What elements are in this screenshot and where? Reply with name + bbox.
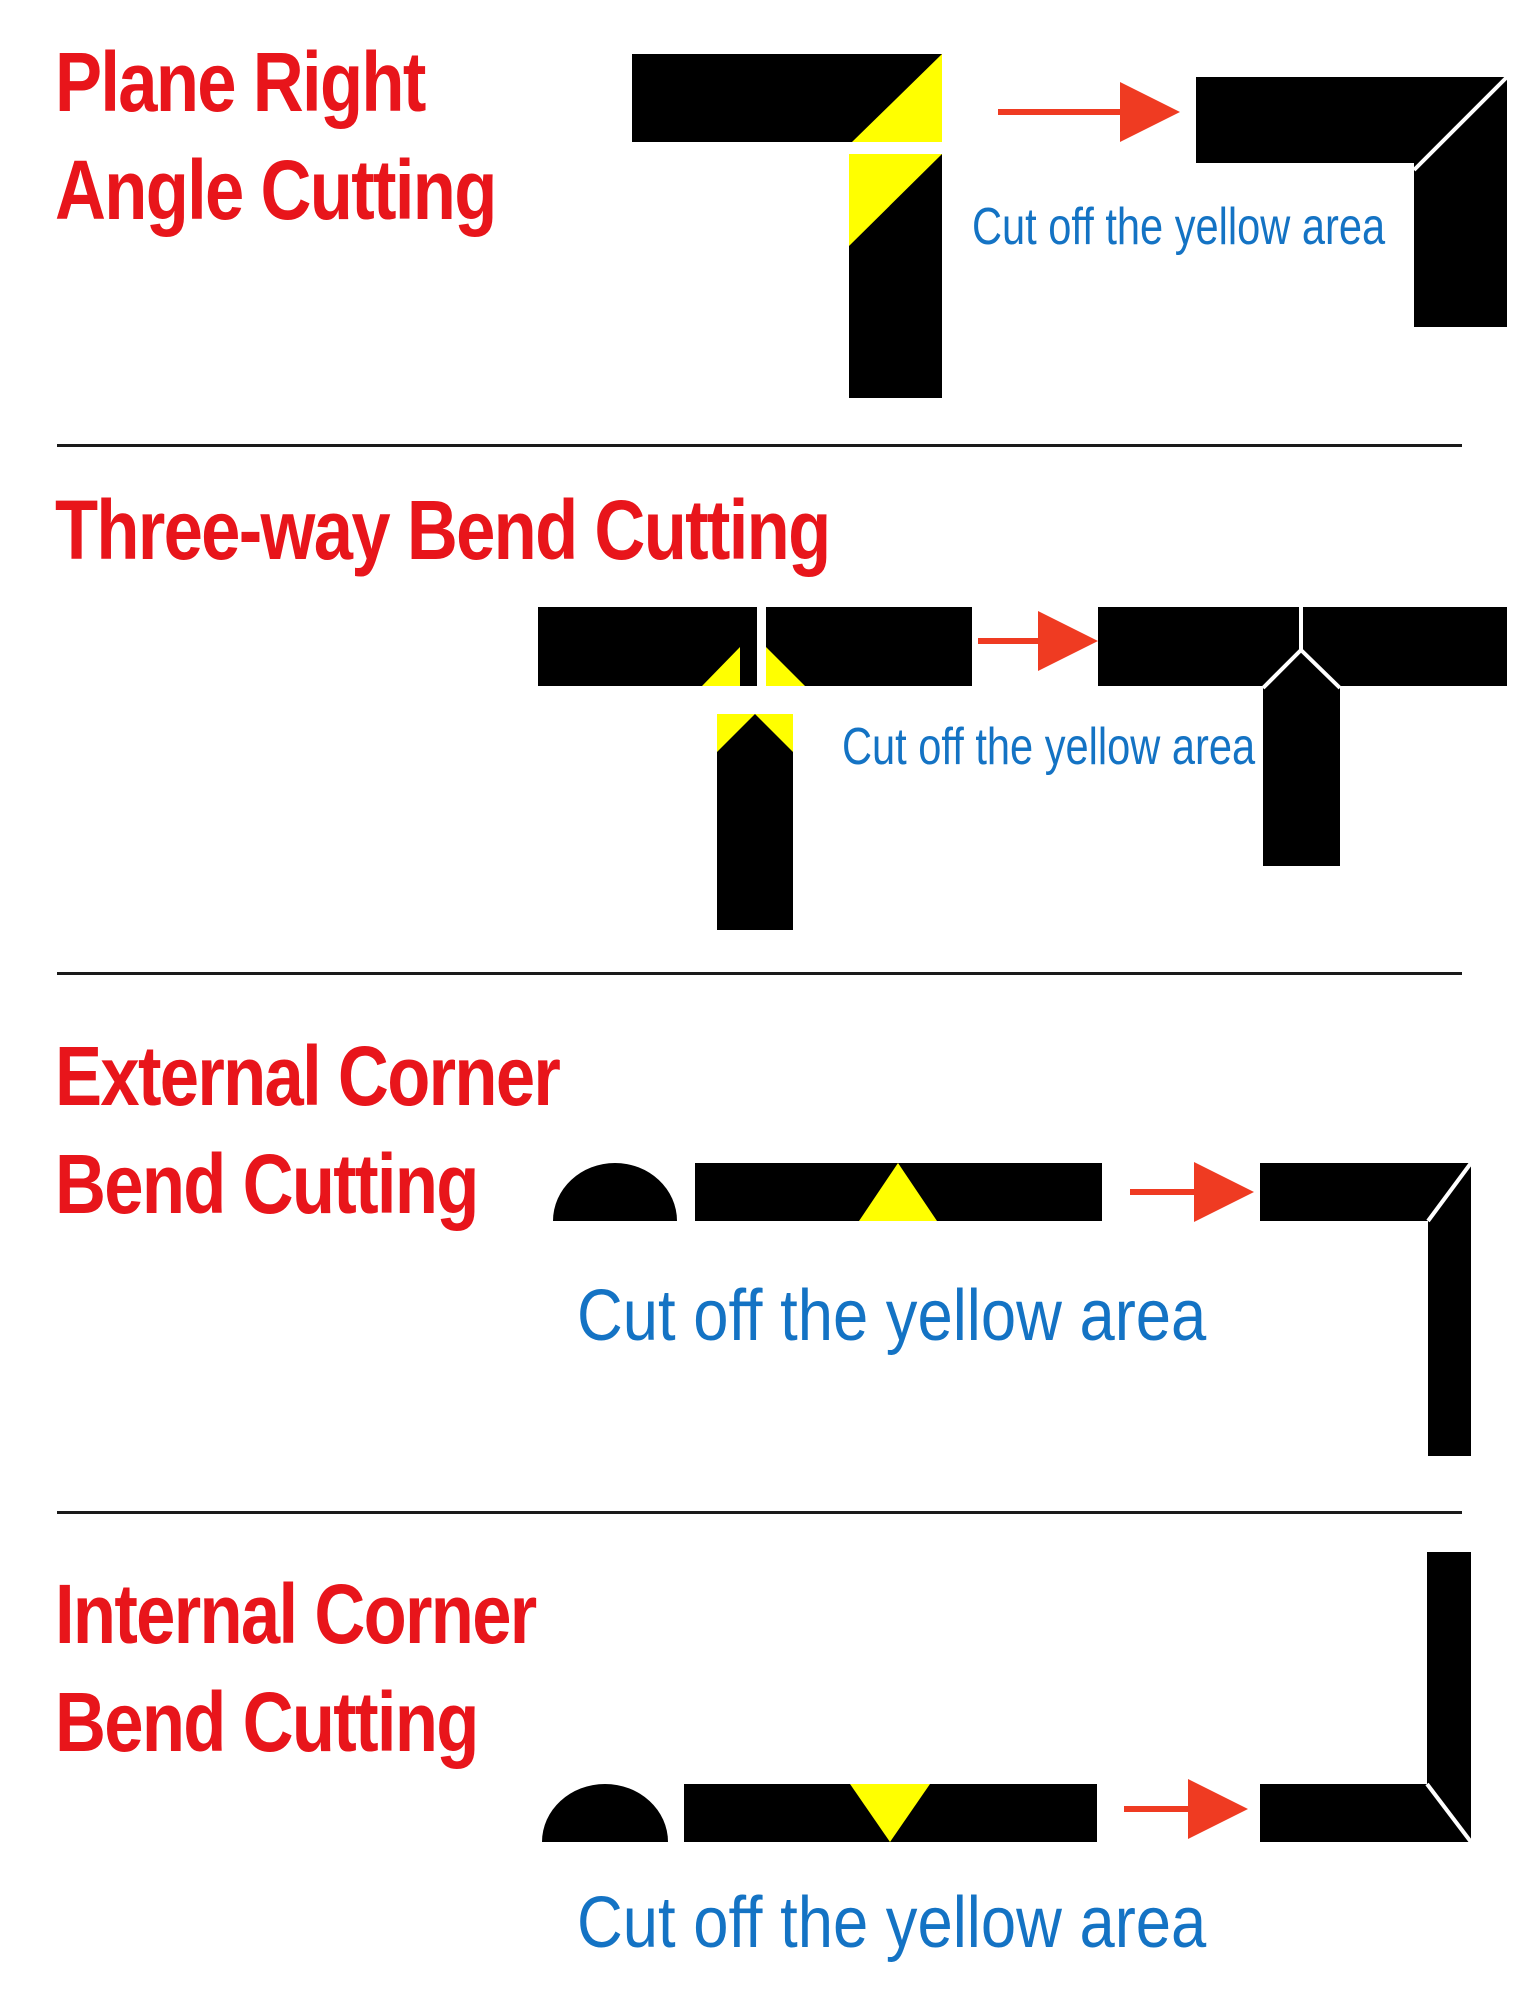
- plane-right-angle-before: [632, 54, 942, 398]
- external-corner-before: [695, 1163, 1102, 1221]
- stem-strip: [717, 714, 793, 930]
- yellow-cut-triangle: [755, 714, 793, 752]
- yellow-cut-triangle: [702, 647, 740, 686]
- section-divider: [57, 444, 1462, 447]
- yellow-cut-triangle: [852, 54, 942, 142]
- miter-seam: [1425, 1782, 1473, 1844]
- horizontal-strip: [632, 54, 942, 142]
- title-line: Bend Cutting: [55, 1137, 479, 1231]
- yellow-cut-triangle: [766, 647, 805, 686]
- section-title-three-way-bend: Three-way Bend Cutting: [55, 476, 831, 584]
- strip-profile-icon: [553, 1163, 677, 1221]
- miter-seam: [1426, 1161, 1473, 1223]
- section-title-internal-corner-bend: Internal Corner Bend Cutting: [55, 1560, 537, 1776]
- caption-cut-yellow-area: Cut off the yellow area: [972, 198, 1386, 256]
- yellow-cut-triangle: [717, 714, 755, 752]
- yellow-cut-triangle: [850, 1784, 930, 1842]
- internal-corner-after: [1260, 1552, 1473, 1844]
- title-line: Angle Cutting: [55, 143, 497, 237]
- section-title-external-corner-bend: External Corner Bend Cutting: [55, 1022, 561, 1238]
- caption-cut-yellow-area: Cut off the yellow area: [577, 1883, 1207, 1963]
- yellow-cut-triangle: [849, 154, 942, 246]
- section-divider: [57, 972, 1462, 975]
- miter-seam: [1412, 75, 1509, 172]
- section-title-plane-right-angle: Plane Right Angle Cutting: [55, 28, 497, 244]
- three-way-bend-after: [1098, 607, 1507, 866]
- external-corner-after: [1260, 1161, 1473, 1456]
- left-strip: [538, 607, 757, 686]
- title-line: Bend Cutting: [55, 1675, 479, 1769]
- caption-cut-yellow-area: Cut off the yellow area: [842, 718, 1256, 776]
- section-divider: [57, 1511, 1462, 1514]
- title-line: External Corner: [55, 1029, 561, 1123]
- miter-seam: [1299, 648, 1342, 690]
- strip-profile-icon: [542, 1784, 668, 1842]
- internal-corner-before: [684, 1784, 1097, 1842]
- joined-tee-strip: [1098, 607, 1507, 866]
- plane-right-angle-after: [1196, 75, 1509, 327]
- title-line: Three-way Bend Cutting: [55, 483, 831, 577]
- right-strip: [766, 607, 972, 686]
- three-way-bend-before: [538, 607, 972, 930]
- caption-cut-yellow-area: Cut off the yellow area: [577, 1276, 1207, 1356]
- title-line: Internal Corner: [55, 1567, 537, 1661]
- joined-corner-strip: [1196, 77, 1507, 327]
- title-line: Plane Right: [55, 35, 426, 129]
- yellow-cut-triangle: [859, 1163, 937, 1221]
- miter-seam: [1261, 648, 1303, 690]
